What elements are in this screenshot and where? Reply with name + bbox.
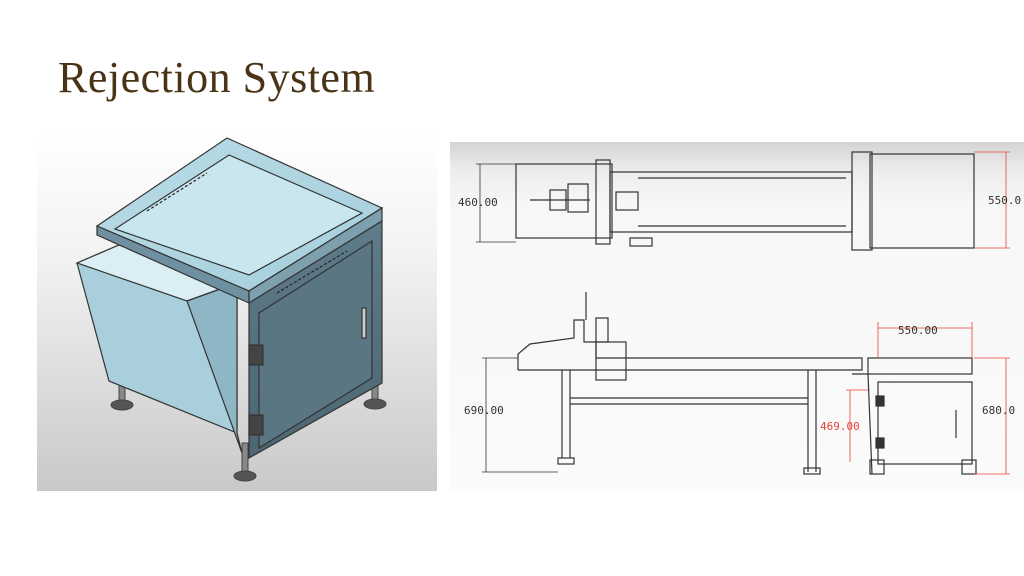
rejection-bin-3d-image bbox=[75, 137, 387, 482]
conveyor-height-label: 690.00 bbox=[464, 404, 504, 417]
bin-cabinet bbox=[248, 219, 383, 460]
red-dimensions bbox=[846, 151, 1010, 475]
conveyor-drawing: 460.00 550.0 690.00 550.00 469.00 680.0 bbox=[458, 151, 1021, 475]
bin-chute bbox=[75, 244, 243, 454]
bin-legs bbox=[110, 372, 387, 482]
bin-top-tray bbox=[95, 137, 384, 305]
engineering-drawing: 460.00 550.0 690.00 550.00 469.00 680.0 bbox=[450, 142, 1024, 491]
black-dimensions bbox=[476, 163, 558, 473]
bin-width-label: 550.00 bbox=[898, 324, 938, 337]
slide-title: Rejection System bbox=[58, 53, 376, 102]
bin-height-label: 680.0 bbox=[982, 404, 1015, 417]
top-view bbox=[515, 151, 975, 251]
side-view bbox=[517, 292, 977, 475]
rejection-bin-render bbox=[37, 133, 437, 491]
top-width-left-label: 460.00 bbox=[458, 196, 498, 209]
bin-inner-height-label: 469.00 bbox=[820, 420, 860, 433]
top-width-right-label: 550.0 bbox=[988, 194, 1021, 207]
